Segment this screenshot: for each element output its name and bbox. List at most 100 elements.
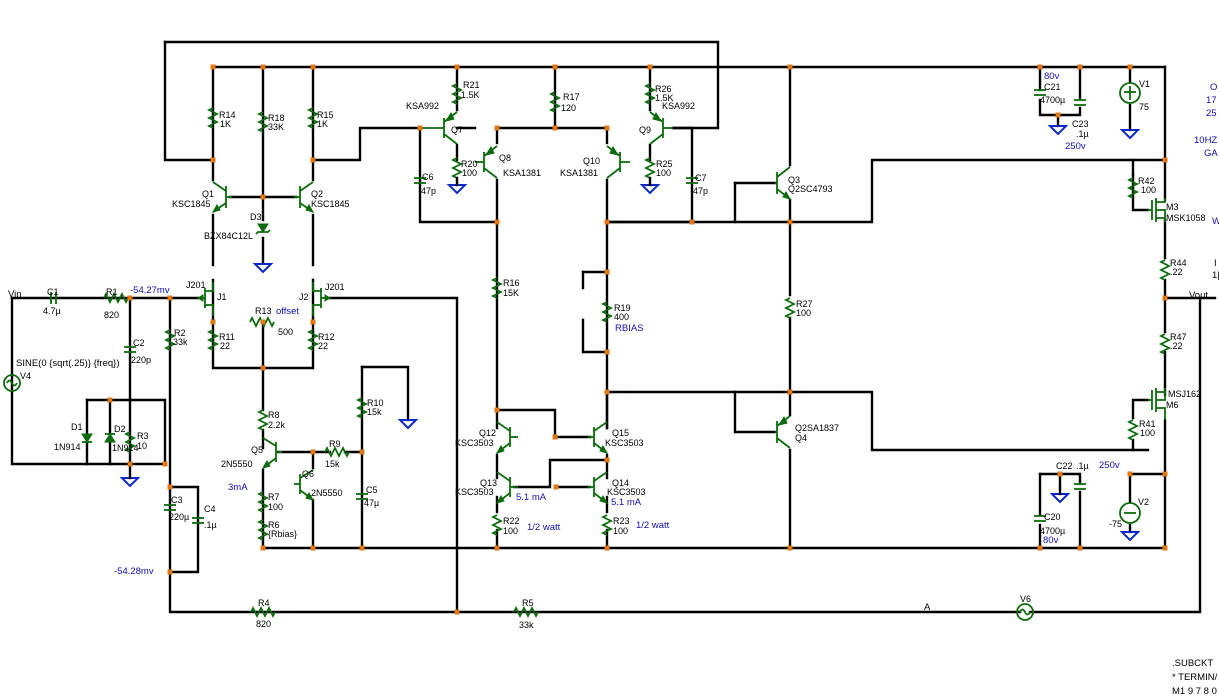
edge-text: O 17 25 10HZ GA W I 1| .SUBCKT * TERMIN/… bbox=[1172, 82, 1219, 697]
junction-dot bbox=[260, 194, 266, 200]
junction-dot bbox=[454, 609, 460, 615]
label-c5-value: 47µ bbox=[364, 498, 379, 508]
label-c4-value: .1µ bbox=[204, 520, 217, 530]
junction-dot bbox=[210, 157, 216, 163]
junction-dot bbox=[604, 349, 610, 355]
label-q5-ref: Q5 bbox=[251, 445, 263, 455]
resistor-r27 bbox=[783, 297, 797, 319]
label-v4-ref: V4 bbox=[20, 371, 31, 381]
label-r22-value: 100 bbox=[503, 526, 518, 536]
v4-spec: SINE(0 {sqrt(.25)} {freq}) bbox=[16, 358, 120, 369]
label-r5-ref: R5 bbox=[522, 598, 534, 608]
label-c3-value: 220µ bbox=[169, 512, 189, 522]
junction-dot bbox=[260, 365, 266, 371]
label-c2-ref: C2 bbox=[133, 338, 145, 348]
label-c2-value: 220p bbox=[131, 355, 151, 365]
junction-dot bbox=[167, 295, 173, 301]
edge-text-line: GA bbox=[1204, 148, 1218, 159]
label-r27-value: 100 bbox=[796, 308, 811, 318]
q13-current: 5.1 mA bbox=[516, 492, 547, 503]
label-r1-ref: R1 bbox=[106, 287, 118, 297]
label-r42-value: 100 bbox=[1141, 185, 1156, 195]
junction-dot bbox=[647, 64, 653, 70]
junction-dot bbox=[210, 319, 216, 325]
label-r4-value: 820 bbox=[256, 619, 271, 629]
resistor-r44 bbox=[1158, 259, 1172, 281]
label-r27-ref: R27 bbox=[796, 299, 813, 309]
resistor-r17 bbox=[548, 91, 562, 113]
sources bbox=[3, 82, 1141, 621]
junction-dot bbox=[1162, 471, 1168, 477]
junction-dot bbox=[167, 484, 173, 490]
edge-text-line: 10HZ bbox=[1194, 135, 1217, 146]
label-r47-ref: R47 bbox=[1170, 332, 1187, 342]
resistor-r22 bbox=[490, 514, 504, 536]
label-r10-ref: R10 bbox=[367, 398, 384, 408]
junction-dot bbox=[310, 545, 316, 551]
label-q8-ref: Q8 bbox=[499, 153, 511, 163]
capacitor-c20 bbox=[1034, 515, 1046, 522]
resistor-r1 bbox=[103, 291, 129, 305]
ground-icon bbox=[252, 263, 274, 274]
label-r2-value: 33k bbox=[173, 337, 188, 347]
label-q2-ref: Q2 bbox=[311, 189, 323, 199]
junction-dot bbox=[260, 64, 266, 70]
label-c22-ref: C22 bbox=[1056, 461, 1073, 471]
transistor-q15 bbox=[588, 421, 609, 454]
label-r47-value: .22 bbox=[1170, 341, 1183, 351]
label-j1-value: J1 bbox=[217, 292, 227, 302]
subckt-line: M1 9 7 8 0 bbox=[1172, 686, 1217, 697]
label-r26-value: 1.5K bbox=[655, 93, 674, 103]
label-r12-ref: R12 bbox=[318, 332, 335, 342]
transistor-q5 bbox=[261, 437, 282, 469]
label-r25-value: 100 bbox=[656, 168, 671, 178]
capacitor-c3 bbox=[164, 504, 176, 511]
r13-note: offset bbox=[276, 306, 299, 317]
label-r44-ref: R44 bbox=[1170, 258, 1187, 268]
source-v6 bbox=[1016, 603, 1034, 621]
label-d1-ref: D1 bbox=[71, 422, 83, 432]
capacitor-c2 bbox=[124, 346, 136, 353]
label-c5-ref: C5 bbox=[366, 485, 378, 495]
label-q3-value: Q2SC4793 bbox=[788, 184, 833, 194]
v-bias-node: -54.28mv bbox=[114, 566, 154, 577]
junction-dot bbox=[604, 545, 610, 551]
resistor-r12 bbox=[306, 329, 320, 351]
label-r20-ref: R20 bbox=[461, 159, 478, 169]
junction-dot bbox=[359, 545, 365, 551]
junction-dot bbox=[1162, 157, 1168, 163]
mosfet-m3 bbox=[1148, 198, 1166, 222]
label-r41-value: 100 bbox=[1140, 428, 1155, 438]
label-c6-ref: C6 bbox=[422, 172, 434, 182]
label-r23-value: 100 bbox=[613, 526, 628, 536]
capacitor-c7 bbox=[686, 177, 698, 184]
capacitor-c1 bbox=[50, 292, 57, 304]
label-v1-value: 75 bbox=[1139, 102, 1149, 112]
subckt-line: .SUBCKT bbox=[1172, 658, 1213, 669]
label-d2-ref: D2 bbox=[114, 424, 126, 434]
label-r14-value: 1K bbox=[220, 119, 231, 129]
label-r1-value: 820 bbox=[104, 310, 119, 320]
junction-dot bbox=[310, 64, 316, 70]
edge-text-line: O bbox=[1210, 82, 1217, 93]
label-q6-ref: Q6 bbox=[302, 469, 314, 479]
label-v1-ref: V1 bbox=[1139, 79, 1150, 89]
label-r6-value: {Rbias} bbox=[268, 529, 297, 539]
edge-text-line: 17 bbox=[1206, 95, 1217, 106]
junction-dot bbox=[1162, 545, 1168, 551]
label-q12-ref: Q12 bbox=[479, 428, 496, 438]
label-q13-value: KSC3503 bbox=[455, 487, 494, 497]
label-r8-value: 2.2k bbox=[268, 420, 286, 430]
label-r11-value: 22 bbox=[220, 341, 230, 351]
junction-dot bbox=[359, 449, 365, 455]
resistors bbox=[103, 83, 1172, 619]
junction-dot bbox=[787, 545, 793, 551]
label-r10-value: 15k bbox=[367, 407, 382, 417]
resistor-r4 bbox=[250, 605, 276, 619]
label-c3-ref: C3 bbox=[171, 495, 183, 505]
resistor-r15 bbox=[306, 107, 320, 129]
labels: Vin Vout SINE(0 {sqrt(.25)} {freq}) A -5… bbox=[8, 71, 1208, 613]
label-d2-value: 1N914 bbox=[112, 443, 139, 453]
